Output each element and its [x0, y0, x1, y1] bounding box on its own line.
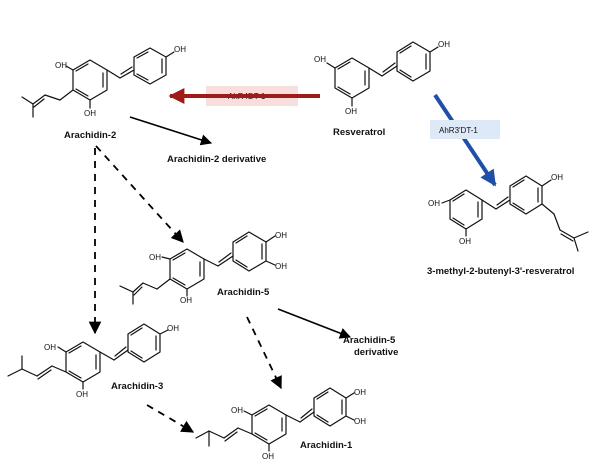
ahr3dt1-box [430, 120, 500, 139]
arachidin-5-oh-1: OH [149, 253, 161, 262]
arachidin-5-derivative-label-2: derivative [354, 347, 398, 358]
arachidin-2-oh-3: OH [174, 45, 186, 54]
arachidin-1-oh-4: OH [354, 417, 366, 426]
ahr3dt1-arrow [433, 93, 497, 187]
arachidin-5-to-derivative-arrow [277, 308, 352, 339]
arachidin-2-derivative-label: Arachidin-2 derivative [167, 154, 266, 165]
arachidin-3-structure [7, 323, 169, 390]
arachidin-2-label: Arachidin-2 [64, 130, 116, 141]
arachidin-1-structure [195, 387, 355, 452]
arachidin-5-oh-3: OH [275, 231, 287, 240]
methylbutenyl-resveratrol-oh-3: OH [551, 173, 563, 182]
arachidin-2-oh-1: OH [55, 61, 67, 70]
resveratrol-oh-2: OH [345, 107, 357, 116]
methylbutenyl-resveratrol-structure [441, 175, 589, 252]
arachidin-5-oh-4: OH [275, 262, 287, 271]
arachidin-2-to-arachidin-5-arrow [95, 145, 184, 243]
resveratrol-oh-1: OH [314, 55, 326, 64]
arachidin-1-oh-2: OH [262, 452, 274, 461]
arachidin-5-label: Arachidin-5 [217, 287, 270, 298]
resveratrol-oh-3: OH [438, 40, 450, 49]
ahr3dt1-label: AhR3'DT-1 [439, 126, 478, 135]
arachidin-1-label: Arachidin-1 [300, 440, 353, 451]
resveratrol-structure [326, 41, 439, 107]
arachidin-5-oh-2: OH [180, 296, 192, 305]
arachidin-3-label: Arachidin-3 [111, 381, 163, 392]
arachidin-5-derivative-label-1: Arachidin-5 [343, 335, 396, 346]
methylbutenyl-resveratrol-label: 3-methyl-2-butenyl-3'-resveratrol [427, 266, 574, 277]
arachidin-2-structure [21, 47, 175, 118]
arachidin-3-oh-2: OH [76, 390, 88, 399]
arachidin-3-oh-3: OH [167, 324, 179, 333]
arachidin-1-oh-1: OH [231, 406, 243, 415]
arachidin-3-to-arachidin-1-arrow [146, 404, 195, 433]
methylbutenyl-resveratrol-oh-2: OH [459, 237, 471, 246]
arachidin-2-to-derivative-arrow [129, 116, 213, 146]
arachidin-3-oh-1: OH [44, 343, 56, 352]
resveratrol-label: Resveratrol [333, 127, 385, 138]
arachidin-2-oh-2: OH [84, 109, 96, 118]
arachidin-5-structure [119, 231, 276, 305]
arachidin-1-oh-3: OH [354, 388, 366, 397]
methylbutenyl-resveratrol-oh-1: OH [428, 199, 440, 208]
arachidin-5-to-arachidin-1-arrow [246, 316, 282, 390]
